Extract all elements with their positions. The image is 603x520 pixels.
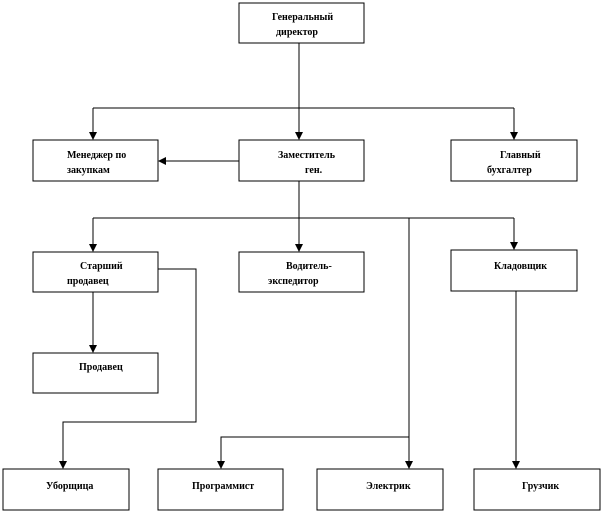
arrowhead-purchasing-manager-side xyxy=(158,157,166,165)
node-purchasing-manager-line-1: Менеджер по xyxy=(67,150,126,161)
arrowhead-seller xyxy=(89,345,97,353)
arrowhead-purchasing-manager xyxy=(89,132,97,140)
node-driver: Водитель- экспедитор xyxy=(238,251,365,293)
node-general-director: Генеральный директор xyxy=(238,2,365,44)
node-senior-seller: Старший продавец xyxy=(32,251,159,293)
line-programmer-branch xyxy=(220,436,409,465)
arrowhead-cleaner xyxy=(59,461,67,469)
node-electrician-label: Электрик xyxy=(366,481,411,492)
node-seller: Продавец xyxy=(32,352,159,394)
node-cleaner: Уборщица xyxy=(2,468,130,511)
node-chief-accountant-line-1: Главный xyxy=(500,150,541,161)
node-storekeeper: Кладовщик xyxy=(450,249,578,292)
node-driver-line-1: Водитель- xyxy=(286,261,332,272)
node-general-director-line-2: директор xyxy=(276,27,318,38)
arrowhead-driver xyxy=(295,244,303,252)
node-chief-accountant-line-2: бухгалтер xyxy=(487,165,532,176)
node-general-director-line-1: Генеральный xyxy=(272,12,333,23)
node-programmer-label: Программист xyxy=(192,481,254,492)
node-deputy-line-2: ген. xyxy=(305,165,323,176)
arrowhead-senior-seller xyxy=(89,244,97,252)
node-cleaner-label: Уборщица xyxy=(46,481,93,492)
node-loader-label: Грузчик xyxy=(522,481,559,492)
node-deputy: Заместитель ген. xyxy=(238,139,365,182)
node-loader: Грузчик xyxy=(473,468,601,511)
node-senior-seller-line-2: продавец xyxy=(67,276,109,287)
node-seller-label: Продавец xyxy=(79,362,123,373)
arrowhead-loader xyxy=(512,461,520,469)
arrowhead-programmer xyxy=(217,461,225,469)
arrowhead-chief-accountant xyxy=(510,132,518,140)
arrowhead-deputy xyxy=(295,132,303,140)
connectors xyxy=(59,43,520,469)
node-chief-accountant: Главный бухгалтер xyxy=(450,139,578,182)
node-senior-seller-line-1: Старший xyxy=(80,261,123,272)
arrowhead-storekeeper xyxy=(510,242,518,250)
node-electrician: Электрик xyxy=(316,468,444,511)
line-senior-to-cleaner xyxy=(62,268,197,465)
node-programmer: Программист xyxy=(157,468,284,511)
node-storekeeper-label: Кладовщик xyxy=(494,261,547,272)
node-purchasing-manager: Менеджер по закупкам xyxy=(32,139,159,182)
node-purchasing-manager-line-2: закупкам xyxy=(67,165,110,176)
arrowhead-electrician xyxy=(405,461,413,469)
node-driver-line-2: экспедитор xyxy=(268,276,319,287)
node-deputy-line-1: Заместитель xyxy=(278,150,336,161)
